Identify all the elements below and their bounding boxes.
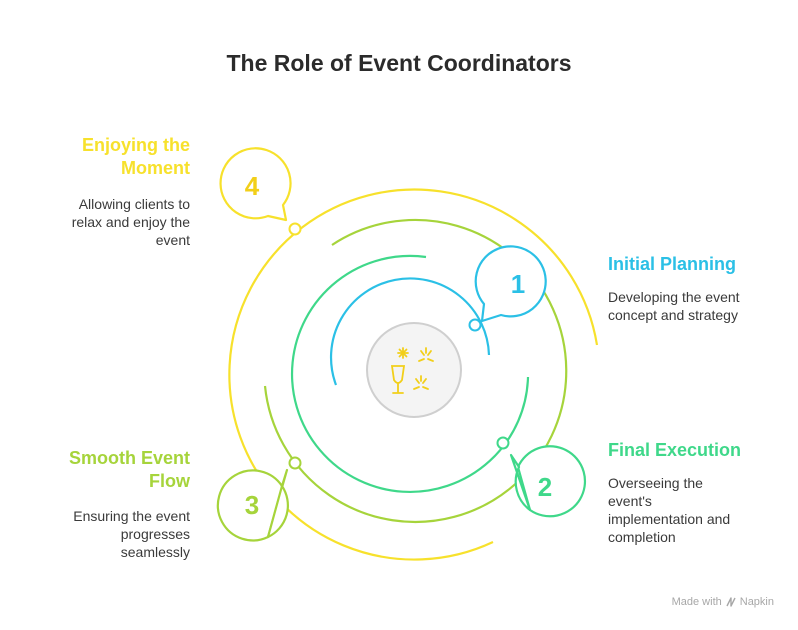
step-3-heading-line: Smooth Event <box>68 448 190 468</box>
connector-dot-2 <box>496 436 510 450</box>
step-3-description-line: progresses <box>120 526 190 542</box>
champagne-celebration-icon <box>390 347 434 394</box>
step-1-description: Developing the event concept and strateg… <box>608 288 740 324</box>
arc-step-1 <box>329 277 491 386</box>
step-2-number: 2 <box>538 472 552 502</box>
step-2-description-line: completion <box>608 529 676 545</box>
step-4-description-line: relax and enjoy the <box>71 214 190 230</box>
connector-dot-1 <box>468 318 482 332</box>
step-4-heading: Enjoying the Moment <box>82 134 190 180</box>
step-4-description: Allowing clients to relax and enjoy the … <box>72 195 190 249</box>
step-3-description: Ensuring the event progresses seamlessly <box>73 507 190 561</box>
step-4-number: 4 <box>245 171 260 201</box>
made-with-label: Made with <box>671 596 722 608</box>
napkin-logo-icon <box>726 597 736 607</box>
arc-step-3 <box>263 218 568 524</box>
connector-dot-3 <box>288 456 302 470</box>
napkin-brand-label: Napkin <box>739 596 774 608</box>
step-3-heading: Smooth Event Flow <box>69 447 190 493</box>
step-1-badge: 1 <box>474 245 547 323</box>
step-4-description-line: event <box>155 232 190 248</box>
footer-credit: Made with Napkin <box>672 596 774 608</box>
step-2-heading: Final Execution <box>608 440 742 460</box>
step-1-description-line: concept and strategy <box>608 307 738 323</box>
arc-step-4 <box>228 188 599 561</box>
step-3-description-line: Ensuring the event <box>73 508 190 524</box>
step-4-description-line: Allowing clients to <box>78 196 190 212</box>
step-1-number: 1 <box>511 269 525 299</box>
step-4-heading-line: Moment <box>121 158 190 178</box>
step-3-number: 3 <box>245 490 259 520</box>
step-4-badge: 4 <box>219 147 292 222</box>
step-4-heading-line: Enjoying the <box>82 135 190 155</box>
step-3-description-line: seamlessly <box>120 544 190 560</box>
connector-dot-4 <box>288 222 302 236</box>
center-circle <box>366 322 462 418</box>
step-2-description-line: Overseeing the <box>608 475 703 491</box>
page-title: The Role of Event Coordinators <box>226 50 572 76</box>
step-3-heading-line: Flow <box>149 471 190 491</box>
step-1-heading: Initial Planning <box>608 254 737 274</box>
step-3-badge: 3 <box>216 468 289 542</box>
step-2-description-line: implementation and <box>608 511 731 527</box>
step-1-description-line: Developing the event <box>608 289 740 305</box>
step-2-description-line: event's <box>608 493 652 509</box>
arc-step-2 <box>290 254 530 494</box>
step-2-badge: 2 <box>509 445 586 518</box>
step-2-description: Overseeing the event's implementation an… <box>608 474 730 546</box>
